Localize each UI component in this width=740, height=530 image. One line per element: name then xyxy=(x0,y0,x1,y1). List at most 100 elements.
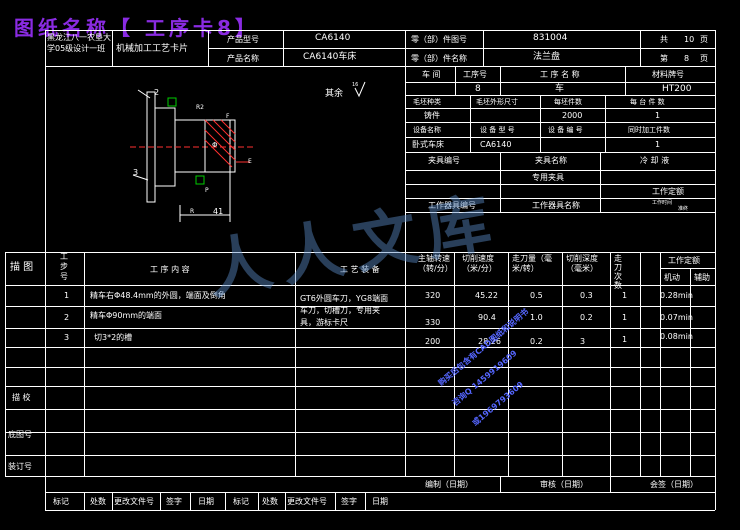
op-row-feed: 0.2 xyxy=(530,337,543,346)
school-name: 黑龙江八一农垦大学05级设计一班 xyxy=(47,33,111,53)
dim-2: 2 xyxy=(154,88,160,97)
op-row-time: 0.28min xyxy=(660,291,693,300)
dim-3: 3 xyxy=(133,168,139,177)
simul-value: 1 xyxy=(655,140,661,149)
op-row-passes: 1 xyxy=(622,313,628,322)
op-row-line-1 xyxy=(5,306,715,307)
footer-mid-line xyxy=(45,492,715,493)
op-row-line-7 xyxy=(5,432,715,433)
ft-v1 xyxy=(84,492,85,510)
header-bottom-line xyxy=(45,66,715,67)
time-basic-header: 机动 xyxy=(664,273,680,282)
ft-v10 xyxy=(500,476,501,492)
dim-f: F xyxy=(226,113,230,120)
total-unit: 页 xyxy=(700,35,708,44)
bind-no-label: 装订号 xyxy=(8,462,32,471)
part-qty-label: 每 台 件 数 xyxy=(630,98,665,106)
op-row-passes: 1 xyxy=(622,335,628,344)
op-name-label: 工 序 名 称 xyxy=(540,70,580,79)
workshop-label: 车 间 xyxy=(422,70,441,79)
info-v7 xyxy=(500,152,501,212)
dim-41: 41 xyxy=(213,207,224,216)
spindle-header: 主轴转速（转/分） xyxy=(418,254,453,273)
hdr-v2 xyxy=(208,30,209,66)
feed-header: 走刀量（毫米/转） xyxy=(512,254,552,273)
ft-v9 xyxy=(365,492,366,510)
ops-v9 xyxy=(690,268,691,476)
flange-outline xyxy=(130,91,255,222)
card-title: 机械加工工艺卡片 xyxy=(116,44,189,54)
footer-sign-2: 签字 xyxy=(341,497,357,506)
op-no-value: 8 xyxy=(475,84,481,94)
dim-r2: R2 xyxy=(196,104,204,111)
op-row-line-3 xyxy=(5,347,715,348)
material-value: HT200 xyxy=(662,84,692,94)
footer-change-doc-2: 更改文件号 xyxy=(287,497,327,506)
footer-date-2: 日期 xyxy=(372,497,388,506)
step-no-header: 工步号 xyxy=(60,252,68,281)
sheet-value: 8 xyxy=(684,54,690,63)
footer-count-2: 处数 xyxy=(262,497,278,506)
op-row-content: 精车Φ90mm的端面 xyxy=(90,311,163,320)
dim-p: P xyxy=(205,187,209,194)
ft-v11 xyxy=(610,476,611,492)
part-name-value: 法兰盘 xyxy=(533,52,561,62)
op-row-speed: 90.4 xyxy=(478,313,496,322)
part-no-label: 零（部）件图号 xyxy=(411,35,467,44)
material-label: 材料牌号 xyxy=(652,70,684,79)
info-line-1 xyxy=(405,82,715,83)
ops-v0 xyxy=(45,252,46,348)
footer-review: 审核（日期） xyxy=(540,480,588,489)
ft-v6 xyxy=(258,492,259,510)
op-row-depth: 0.3 xyxy=(580,291,593,300)
info-v3 xyxy=(625,66,626,95)
hdr-v6 xyxy=(640,30,641,66)
info-line-6 xyxy=(405,152,715,153)
time-sub-line xyxy=(660,268,715,269)
ops-v8 xyxy=(660,252,661,476)
dim-phi: Φ xyxy=(212,141,218,149)
ops-header-bottom xyxy=(5,285,715,286)
content-header: 工 序 内 容 xyxy=(150,265,190,274)
blank-size-label: 毛坯外形尺寸 xyxy=(476,98,518,106)
product-name-label: 产品名称 xyxy=(227,54,259,63)
blank-type-label: 毛坯种类 xyxy=(413,98,441,106)
part-name-label: 零（部）件名称 xyxy=(411,54,467,63)
total-label: 共 xyxy=(660,35,668,44)
hatch-section xyxy=(204,119,236,173)
equipment-line-1: GT6外圆车刀，YG8端面 xyxy=(300,294,389,303)
blank-qty-value: 2000 xyxy=(562,111,583,120)
product-model-value: CA6140 xyxy=(315,33,351,43)
footer-mark-2: 标记 xyxy=(233,497,249,506)
blank-type-value: 铸件 xyxy=(424,111,440,120)
info-line-2 xyxy=(405,95,715,96)
op-row-line-9 xyxy=(5,476,715,477)
total-value: 10 xyxy=(684,35,695,44)
header-mid-line xyxy=(208,48,715,49)
sheet-unit: 页 xyxy=(700,54,708,63)
time-unit-label: 准终 xyxy=(678,206,689,212)
ops-v1 xyxy=(84,252,85,476)
ops-header-top xyxy=(5,252,715,253)
equip-model-label: 设 备 型 号 xyxy=(480,126,515,134)
depth-header: 切削深度（毫米） xyxy=(566,254,598,273)
time-aux-header: 辅助 xyxy=(694,273,710,282)
outer-left xyxy=(5,252,6,476)
time-quota-label: 工作定额 xyxy=(652,187,684,196)
dim-e: E xyxy=(248,158,252,165)
info-v2 xyxy=(500,66,501,95)
op-row-depth: 3 xyxy=(580,337,586,346)
op-row-line-5 xyxy=(5,386,715,387)
coolant-label: 冷 却 液 xyxy=(640,156,670,165)
equip-name-value: 卧式车床 xyxy=(412,140,444,149)
info-line-8 xyxy=(405,184,715,185)
info-line-10 xyxy=(405,212,715,213)
ft-v8 xyxy=(335,492,336,510)
station-tool-no-label: 工作器具编号 xyxy=(428,201,476,210)
op-row-content: 切3*2的槽 xyxy=(94,333,133,342)
op-row-speed: 28.26 xyxy=(478,337,501,346)
equip-name-label: 设备名称 xyxy=(413,126,441,134)
trace-label: 描 校 xyxy=(12,393,31,402)
fixture-name-value: 专用夹具 xyxy=(532,173,564,182)
